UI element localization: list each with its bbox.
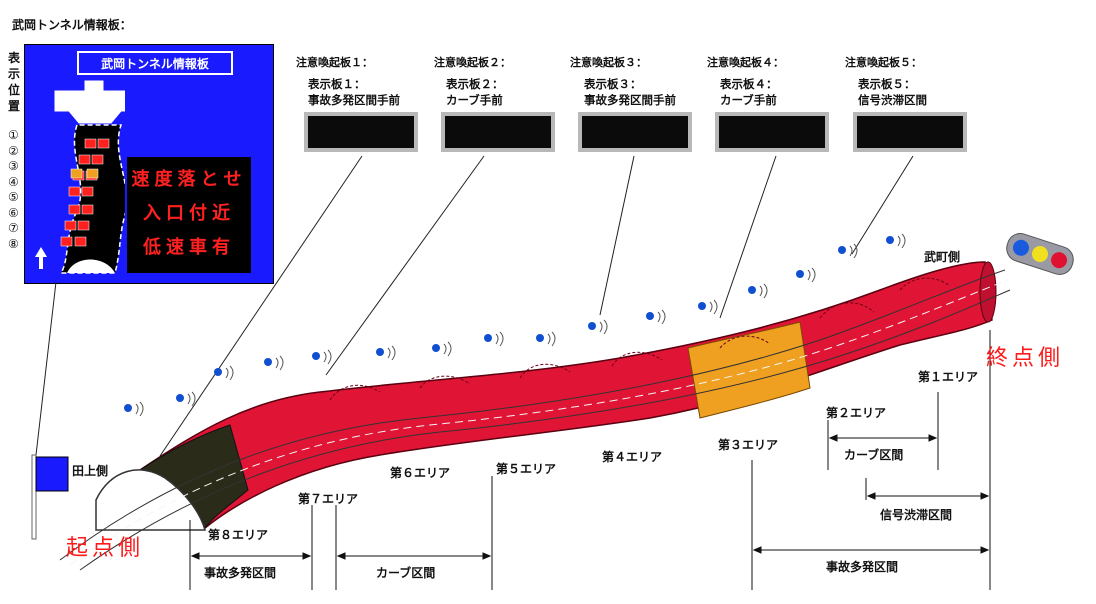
sensor-icon xyxy=(838,246,846,254)
section-dimension-lines xyxy=(189,330,991,590)
display-position-label: 表 示 位 置 xyxy=(7,51,20,113)
tunnel-orange-area xyxy=(687,321,811,419)
panel-1-header: 注意喚起板１： xyxy=(296,56,373,69)
sensor-icon xyxy=(646,312,654,320)
end-side-name: 武町側 xyxy=(924,250,961,264)
accident-section-right-label: 事故多発区間 xyxy=(826,560,899,574)
sensor-icon xyxy=(264,358,272,366)
sensor-icon xyxy=(748,286,756,294)
area-8-label: 第８エリア xyxy=(208,528,269,542)
area-1-label: 第１エリア xyxy=(918,370,979,384)
area-4-label: 第４エリア xyxy=(602,450,663,464)
sensors xyxy=(124,236,894,412)
board-vehicles xyxy=(60,138,110,247)
board-exit-portal xyxy=(54,80,125,124)
panel-4-header: 注意喚起板４： xyxy=(707,56,784,69)
accident-section-left-label: 事故多発区間 xyxy=(204,566,277,580)
board-message-line: 入口付近 xyxy=(143,203,235,224)
area-5-label: 第５エリア xyxy=(496,462,557,476)
panel-2-description: 表示板２：カーブ手前 xyxy=(446,77,504,107)
end-side-label: 終点側 xyxy=(986,346,1065,371)
panel-2-screen xyxy=(441,112,555,152)
board-caption: 武岡トンネル情報板： xyxy=(12,18,132,32)
area-6-label: 第６エリア xyxy=(390,466,451,480)
panel-leader-lines xyxy=(35,155,914,457)
board-message: 速度落とせ 入口付近 低速車有 xyxy=(127,157,251,273)
panel-1-screen xyxy=(304,112,418,152)
panel-1-description: 表示板１：事故多発区間手前 xyxy=(308,77,400,107)
sensor-icon xyxy=(176,394,184,402)
sensor-icon xyxy=(312,352,320,360)
curve-section-left-label: カーブ区間 xyxy=(376,566,436,580)
area-7-label: 第７エリア xyxy=(298,492,359,506)
tunnel-dark-entrance xyxy=(139,424,249,529)
start-side-label: 起点側 xyxy=(66,536,145,561)
panel-4-screen xyxy=(715,112,829,152)
up-arrow-icon xyxy=(35,247,47,269)
board-tunnel-schematic xyxy=(35,80,125,274)
panel-3-screen xyxy=(578,112,692,152)
curve-section-right-label: カーブ区間 xyxy=(844,448,904,462)
tunnel-segment-arches xyxy=(329,277,951,401)
sensor-icon xyxy=(376,348,384,356)
panel-3-description: 表示板３：事故多発区間手前 xyxy=(584,77,676,107)
tunnel-entrance-opening xyxy=(95,469,206,531)
traffic-signal-icon xyxy=(1006,233,1074,275)
road-lines xyxy=(59,269,1011,571)
area-2-label: 第２エリア xyxy=(826,406,887,420)
panel-5-header: 注意喚起板５： xyxy=(845,56,922,69)
position-numbers: ① ② ③ ④ ⑤ ⑥ ⑦ ⑧ xyxy=(8,128,19,251)
panel-5-description: 表示板５：信号渋滞区間 xyxy=(858,77,927,107)
sensor-icon xyxy=(886,236,894,244)
board-message-line: 速度落とせ xyxy=(131,169,247,190)
panel-5-screen xyxy=(853,112,967,152)
sensor-icon xyxy=(698,302,706,310)
sensor-icon xyxy=(214,368,222,376)
panel-3-header: 注意喚起板３： xyxy=(570,56,647,69)
sensor-icon xyxy=(124,404,132,412)
tunnel-info-board: 武岡トンネル情報板 速度落とせ 入口付近 低速車有 xyxy=(24,44,274,284)
tunnel-red-body xyxy=(138,261,993,529)
start-flag-icon xyxy=(31,454,69,540)
tunnel-exit-cap xyxy=(979,261,997,323)
panel-4-description: 表示板４：カーブ手前 xyxy=(720,77,778,107)
panel-2-header: 注意喚起板２： xyxy=(434,56,511,69)
board-message-line: 低速車有 xyxy=(143,237,235,258)
sensor-wave-icons xyxy=(135,233,906,417)
signal-congestion-section-label: 信号渋滞区間 xyxy=(880,508,953,522)
sensor-icon xyxy=(536,334,544,342)
sensor-icon xyxy=(588,322,596,330)
sensor-icon xyxy=(484,334,492,342)
area-3-label: 第３エリア xyxy=(718,438,779,452)
board-title: 武岡トンネル情報板 xyxy=(77,51,233,75)
start-side-name: 田上側 xyxy=(72,464,109,478)
sensor-icon xyxy=(432,344,440,352)
sensor-icon xyxy=(796,270,804,278)
board-entrance-arch xyxy=(67,259,115,273)
